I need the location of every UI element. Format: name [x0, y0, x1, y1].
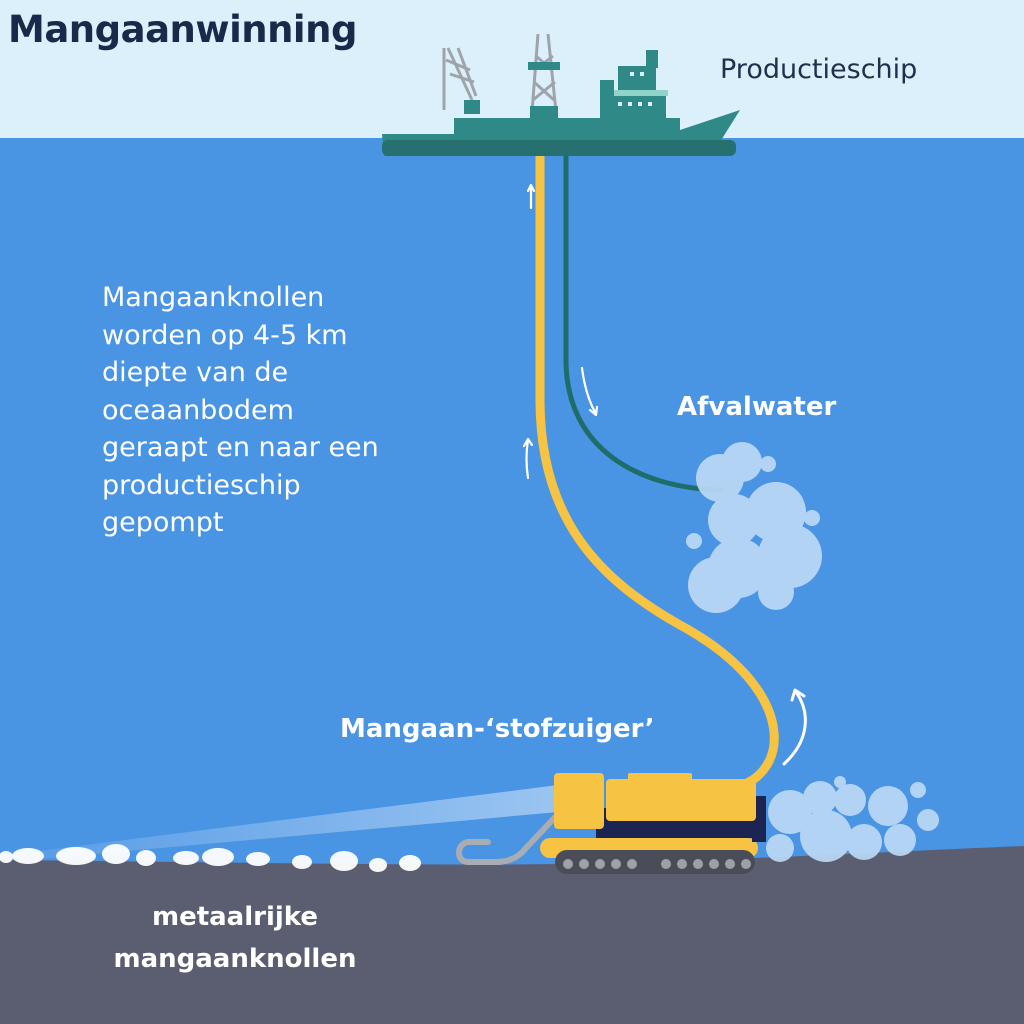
collector-light-beam — [30, 785, 558, 860]
plume-bubble — [758, 524, 822, 588]
sky — [0, 0, 1024, 138]
plume-bubble — [768, 790, 812, 834]
nodule — [102, 844, 130, 864]
flow-arrow-icon — [580, 366, 599, 417]
collector-arm — [456, 809, 563, 865]
plume-bubble — [834, 784, 866, 816]
plume-bubble — [804, 510, 820, 526]
collector-label: Mangaan-‘stofzuiger’ — [340, 714, 655, 744]
plume-bubble — [760, 456, 776, 472]
nodule — [173, 851, 199, 865]
nodules-label: metaalrijke mangaanknollen — [113, 902, 357, 974]
nodule — [202, 848, 234, 866]
plume-bubble — [803, 781, 837, 815]
nodule — [12, 848, 44, 864]
ship-crane — [442, 47, 478, 110]
plume-bubble — [834, 776, 846, 788]
nodule — [369, 858, 387, 872]
plume-bubble — [846, 824, 882, 860]
collector-cab — [554, 773, 604, 829]
nodule — [292, 855, 312, 869]
collector-top — [628, 773, 692, 783]
collector-body — [606, 779, 756, 821]
wastewater-pipe — [563, 154, 723, 493]
sediment-plume-icon — [766, 776, 939, 862]
collector-track — [555, 850, 755, 874]
seabed-collector-icon — [456, 773, 766, 874]
manganese-nodules — [0, 844, 421, 872]
plume-bubble — [800, 810, 852, 862]
wastewater-label: Afvalwater — [677, 392, 837, 422]
nodule — [330, 851, 358, 871]
plume-bubble — [722, 442, 762, 482]
plume-bubble — [910, 782, 926, 798]
plume-bubble — [766, 834, 794, 862]
flow-arrow-icon — [782, 688, 807, 766]
plume-bubble — [884, 824, 916, 856]
plume-bubble — [708, 494, 760, 546]
ship-hull-bottom — [382, 140, 736, 156]
ship-label: Productieschip — [720, 54, 918, 85]
nodule — [56, 847, 96, 865]
flow-arrow-icon — [522, 437, 534, 480]
nodule — [399, 855, 421, 871]
plume-bubble — [688, 557, 744, 613]
sediment-plume-icon — [686, 442, 822, 613]
seabed — [0, 846, 1024, 1024]
riser-pipe — [535, 152, 779, 792]
production-ship-icon — [382, 33, 740, 156]
description-text: Mangaanknollen worden op 4-5 km diepte v… — [102, 282, 379, 538]
plume-bubble — [917, 809, 939, 831]
nodule — [246, 852, 270, 866]
page-title: Mangaanwinning — [8, 8, 357, 51]
plume-bubble — [758, 574, 794, 610]
plume-bubble — [686, 533, 702, 549]
nodule — [136, 850, 156, 866]
track-wheels — [563, 859, 751, 869]
plume-bubble — [868, 786, 908, 826]
nodule — [0, 851, 13, 863]
flow-arrow-icon — [526, 183, 536, 210]
